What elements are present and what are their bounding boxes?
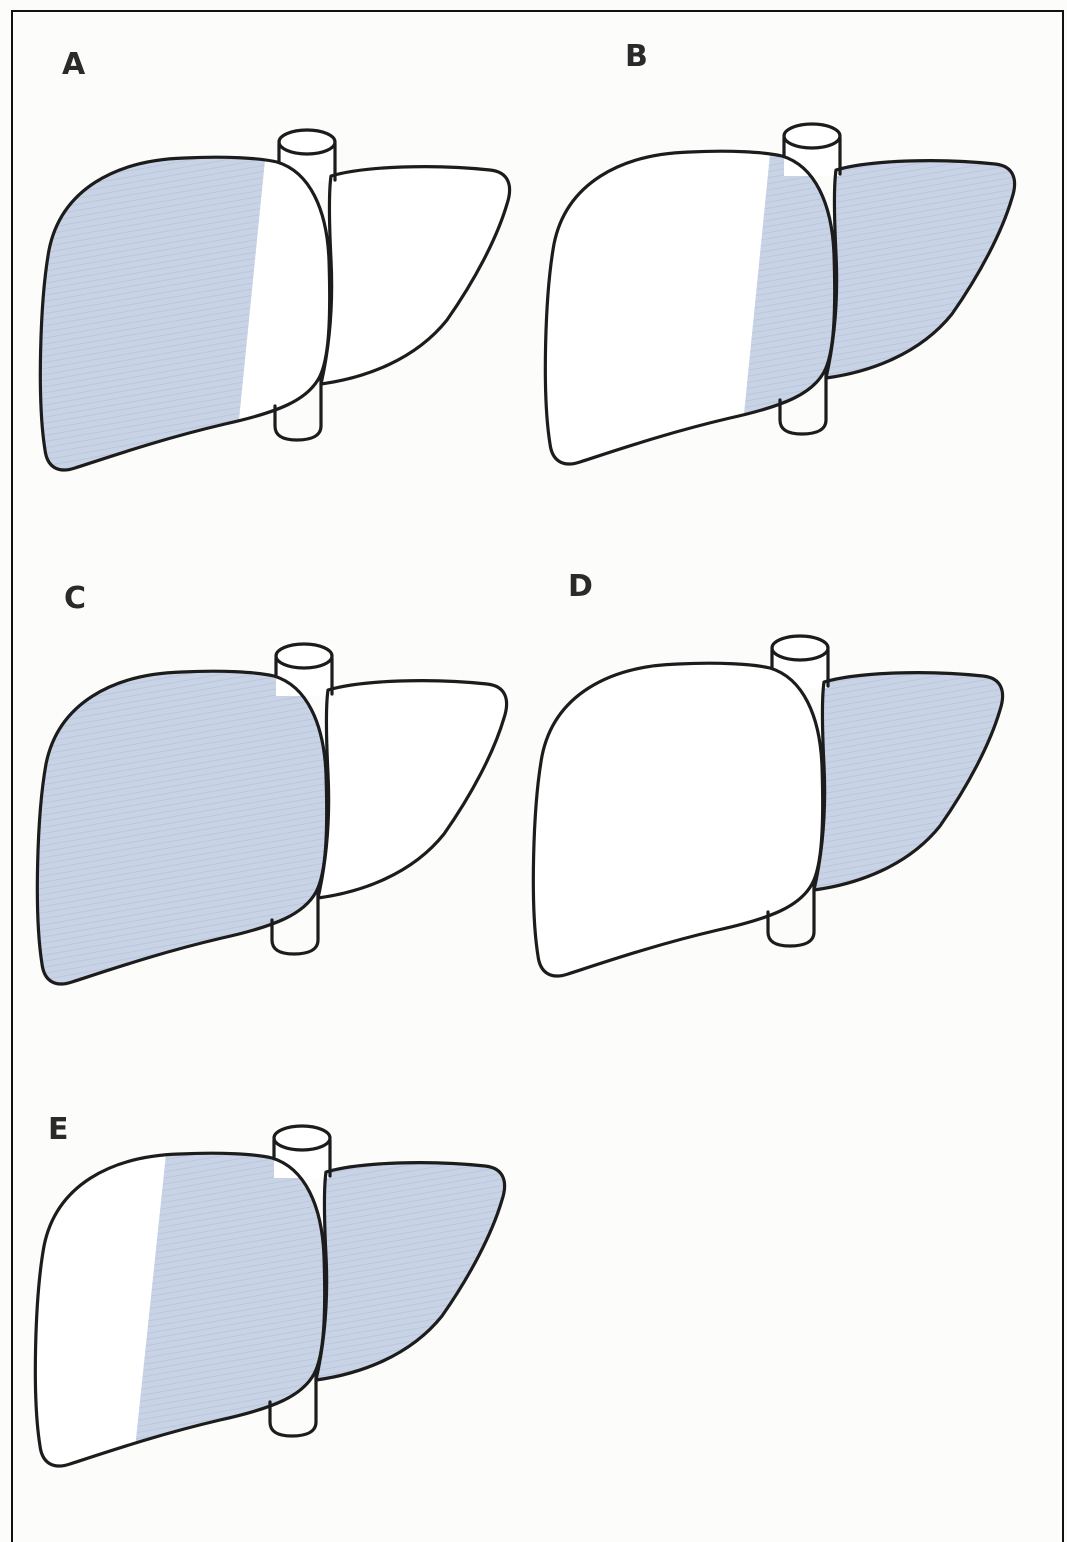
liver-diagram-d — [528, 626, 1028, 1006]
panel-label-a: A — [62, 50, 85, 80]
liver-diagram-b — [540, 114, 1040, 494]
panel-label-d: D — [568, 572, 593, 602]
ivc-upper-body — [784, 126, 840, 176]
ivc-upper-body — [276, 646, 332, 696]
liver-diagram-e — [30, 1116, 530, 1496]
ivc-upper-body — [274, 1128, 330, 1178]
frame-left-border — [11, 10, 13, 1542]
right-lobe-fill — [533, 663, 822, 976]
frame-right-border — [1062, 10, 1064, 1542]
panel-label-c: C — [64, 584, 86, 614]
liver-diagram-a — [35, 120, 535, 500]
ivc-upper-body — [772, 638, 828, 688]
frame-top-border — [12, 10, 1064, 12]
right-lobe-shading — [37, 671, 326, 984]
ivc-upper-body — [279, 132, 335, 182]
liver-diagram-c — [32, 634, 532, 1014]
panel-label-b: B — [625, 42, 648, 72]
